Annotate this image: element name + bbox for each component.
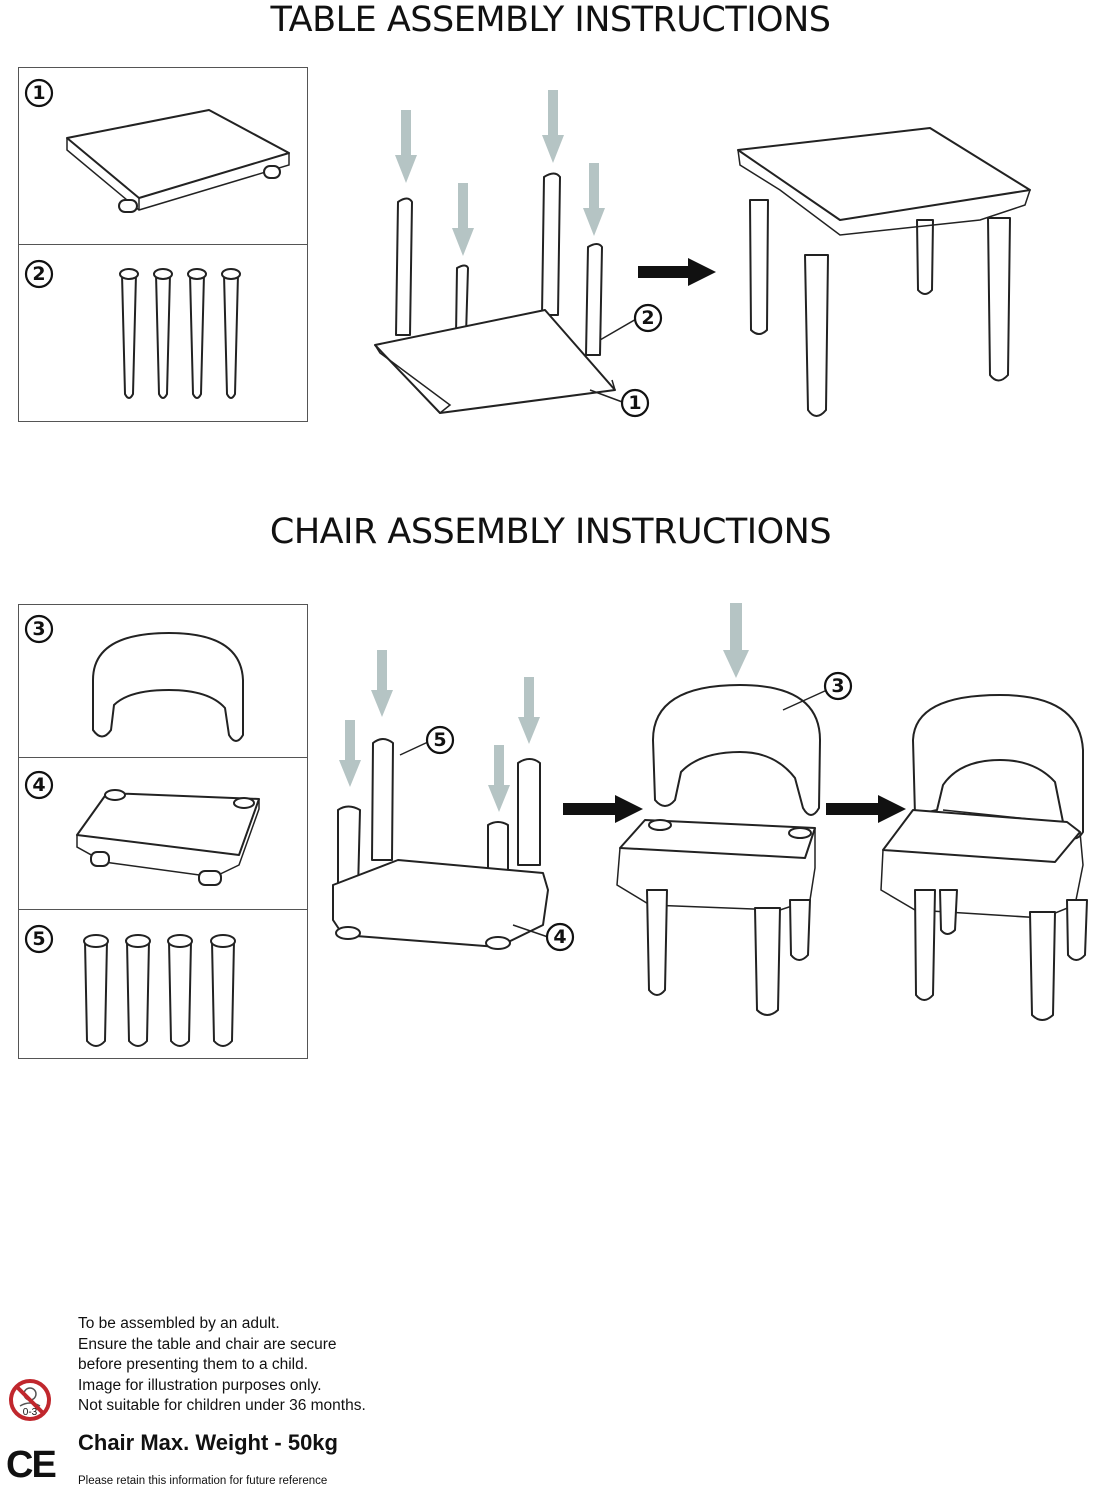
part-badge-1	[24, 78, 54, 108]
chair-legs-part-drawing: 5	[24, 924, 236, 1047]
callout-badge-5-label: 5	[433, 729, 446, 751]
safety-notes: To be assembled by an adult. Ensure the …	[78, 1314, 366, 1417]
guide-arrow	[723, 603, 749, 678]
guide-arrow	[488, 745, 510, 812]
table-top-part-drawing: 1	[24, 78, 290, 213]
retain-info-note: Please retain this information for futur…	[78, 1475, 328, 1487]
callout-badge-1	[620, 388, 650, 418]
table-section-title: TABLE ASSEMBLY INSTRUCTIONS	[270, 0, 831, 40]
table-assembly-diagram: 2 1	[374, 90, 663, 418]
guide-arrow	[542, 90, 564, 163]
ce-mark: CE	[6, 1444, 57, 1486]
guide-arrow	[339, 720, 361, 787]
part-cell-2: 2	[19, 244, 307, 422]
safety-note-line: Image for illustration purposes only.	[78, 1376, 322, 1394]
table-parts-panel: 1 2	[18, 67, 308, 422]
callout-badge-4-label: 4	[553, 926, 566, 948]
table-legs-part-drawing: 2	[24, 259, 241, 399]
part-badge-5	[24, 924, 54, 954]
chair-parts-panel: 3 4 5	[18, 604, 308, 1059]
callout-badge-3-label: 3	[831, 675, 844, 697]
part-badge-2	[24, 259, 54, 289]
part-cell-3: 3	[19, 605, 307, 758]
step-arrow	[563, 795, 643, 823]
chair-seat-part-drawing: 4	[24, 770, 260, 886]
part-cell-5: 5	[19, 909, 307, 1059]
part-badge-2-label: 2	[32, 263, 45, 285]
assembled-chair-diagram	[880, 694, 1088, 1021]
guide-arrow	[452, 183, 474, 256]
no-under-3-icon-label: 0-3	[23, 1407, 38, 1418]
chair-assembly-diagram: 5 4	[332, 650, 575, 952]
safety-note-line: To be assembled by an adult.	[78, 1315, 280, 1332]
callout-badge-2	[633, 303, 663, 333]
part-badge-1-label: 1	[32, 82, 45, 104]
step-arrow	[638, 258, 716, 286]
assembled-table-diagram	[737, 127, 1031, 417]
step-arrow	[826, 795, 906, 823]
part-badge-5-label: 5	[32, 928, 45, 950]
callout-badge-2-label: 2	[641, 307, 654, 329]
guide-arrow	[518, 677, 540, 744]
chair-back-part-drawing: 3	[24, 614, 244, 742]
guide-arrow	[583, 163, 605, 236]
part-badge-4	[24, 770, 54, 800]
no-under-3-icon: 0-3	[9, 1379, 51, 1421]
guide-arrow	[395, 110, 417, 183]
part-cell-1: 1	[19, 68, 307, 245]
guide-arrow	[371, 650, 393, 717]
max-weight-label: Chair Max. Weight - 50kg	[78, 1430, 338, 1455]
callout-badge-4	[545, 922, 575, 952]
safety-note-line: Ensure the table and chair are secure	[78, 1335, 337, 1353]
part-badge-3-label: 3	[32, 618, 45, 640]
callout-badge-1-label: 1	[628, 392, 641, 414]
chair-backrest-insert-diagram: 3	[616, 603, 853, 1016]
part-cell-4: 4	[19, 757, 307, 910]
safety-note-line: before presenting them to a child.	[78, 1356, 309, 1373]
callout-badge-3	[823, 671, 853, 701]
part-badge-3	[24, 614, 54, 644]
callout-badge-5	[425, 725, 455, 755]
safety-note-line: Not suitable for children under 36 month…	[78, 1397, 366, 1414]
part-badge-4-label: 4	[32, 774, 45, 796]
chair-section-title: CHAIR ASSEMBLY INSTRUCTIONS	[269, 512, 832, 552]
